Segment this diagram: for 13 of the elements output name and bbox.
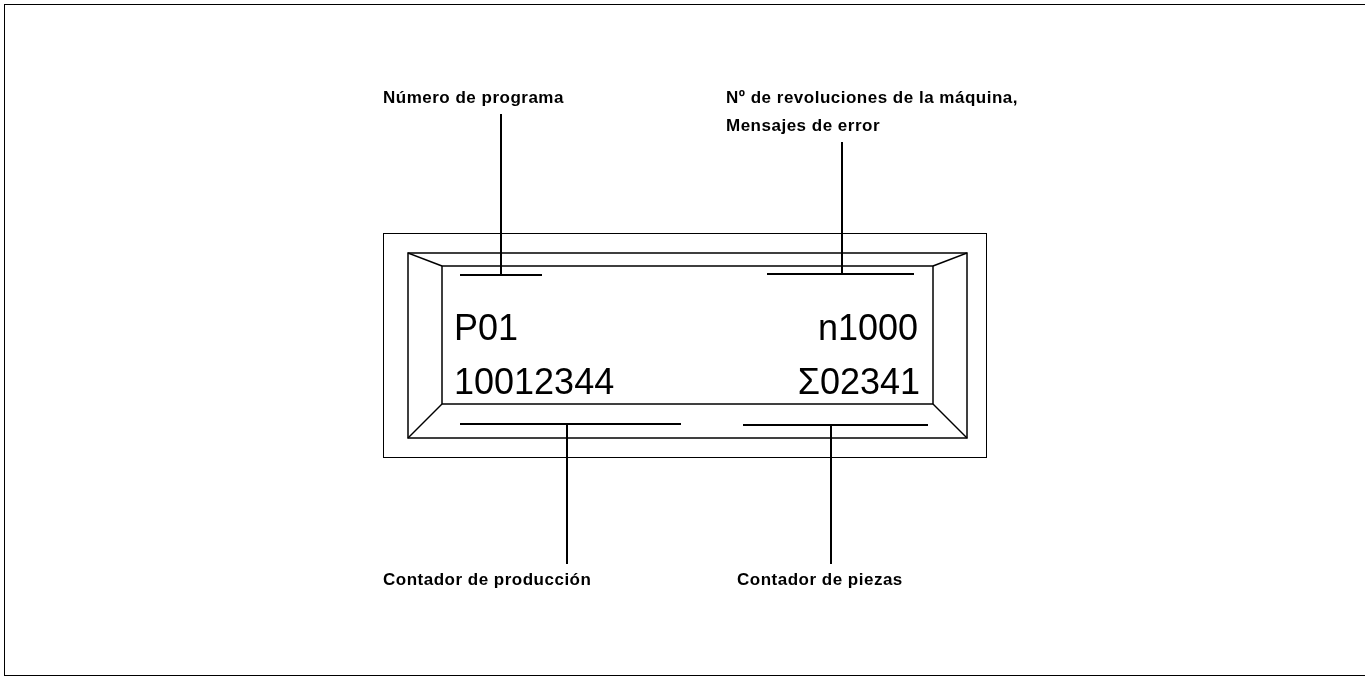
callout-label: Número de programa: [383, 84, 564, 112]
display-value: Σ02341: [797, 362, 920, 402]
display-value: n1000: [817, 308, 918, 348]
callout-label: Nº de revoluciones de la máquina, Mensajes de error: [726, 84, 1046, 140]
leader-line: [841, 141, 843, 274]
leader-line: [830, 425, 832, 565]
callout-label: Contador de producción: [383, 566, 592, 594]
display-panel: [383, 233, 987, 458]
display-value: 10012344: [454, 362, 615, 402]
callout-label: Contador de piezas: [737, 566, 903, 594]
leader-line: [500, 113, 502, 275]
display-value: P01: [454, 308, 519, 348]
leader-line: [566, 424, 568, 565]
